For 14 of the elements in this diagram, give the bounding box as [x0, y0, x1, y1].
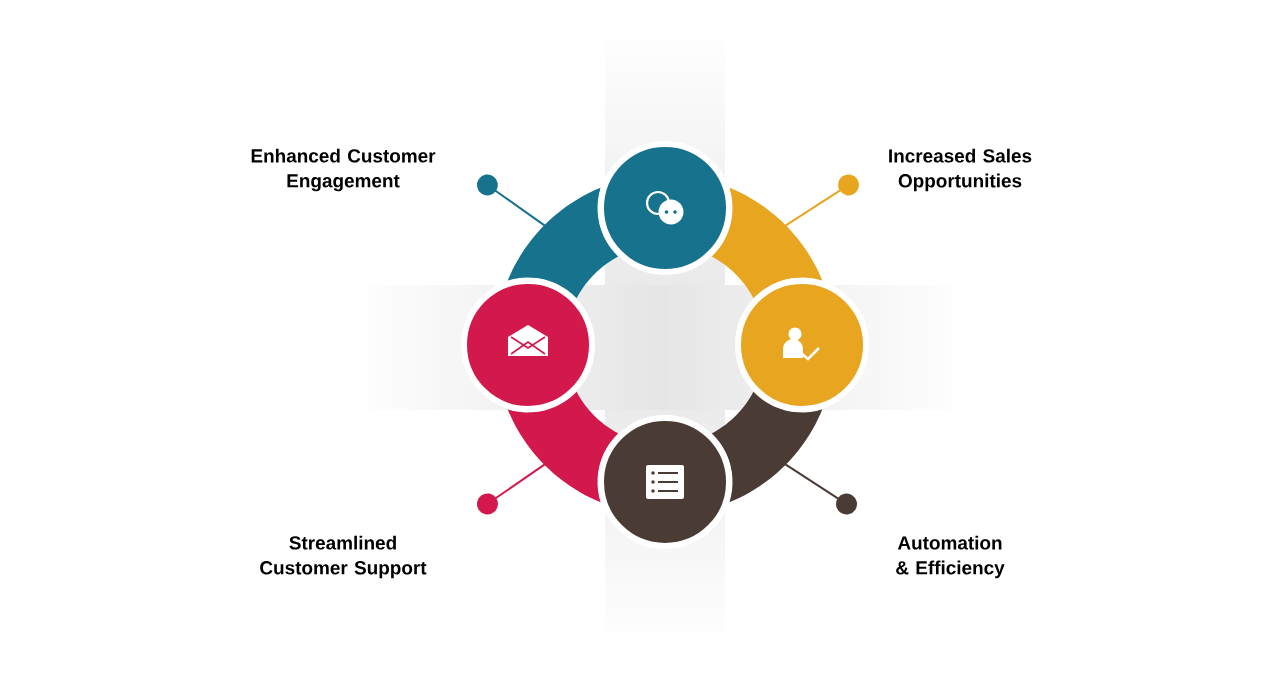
feature-label: Enhanced Customer Engagement	[251, 148, 436, 192]
feature-label: Increased Sales Opportunities	[889, 148, 1032, 192]
ring-segment	[711, 391, 823, 503]
leader-line	[476, 174, 549, 229]
ring-segment	[507, 187, 619, 299]
icon-circle	[598, 415, 732, 549]
ring-segment	[507, 391, 619, 503]
icon-circle	[461, 278, 595, 412]
feature-label: Automation & Efficiency	[896, 535, 1005, 579]
icon-circle	[735, 278, 869, 412]
icon-circle	[598, 141, 732, 275]
feature-label: Streamlined Customer Support	[260, 535, 427, 579]
leader-line	[476, 461, 549, 515]
ring-segment	[711, 187, 823, 299]
